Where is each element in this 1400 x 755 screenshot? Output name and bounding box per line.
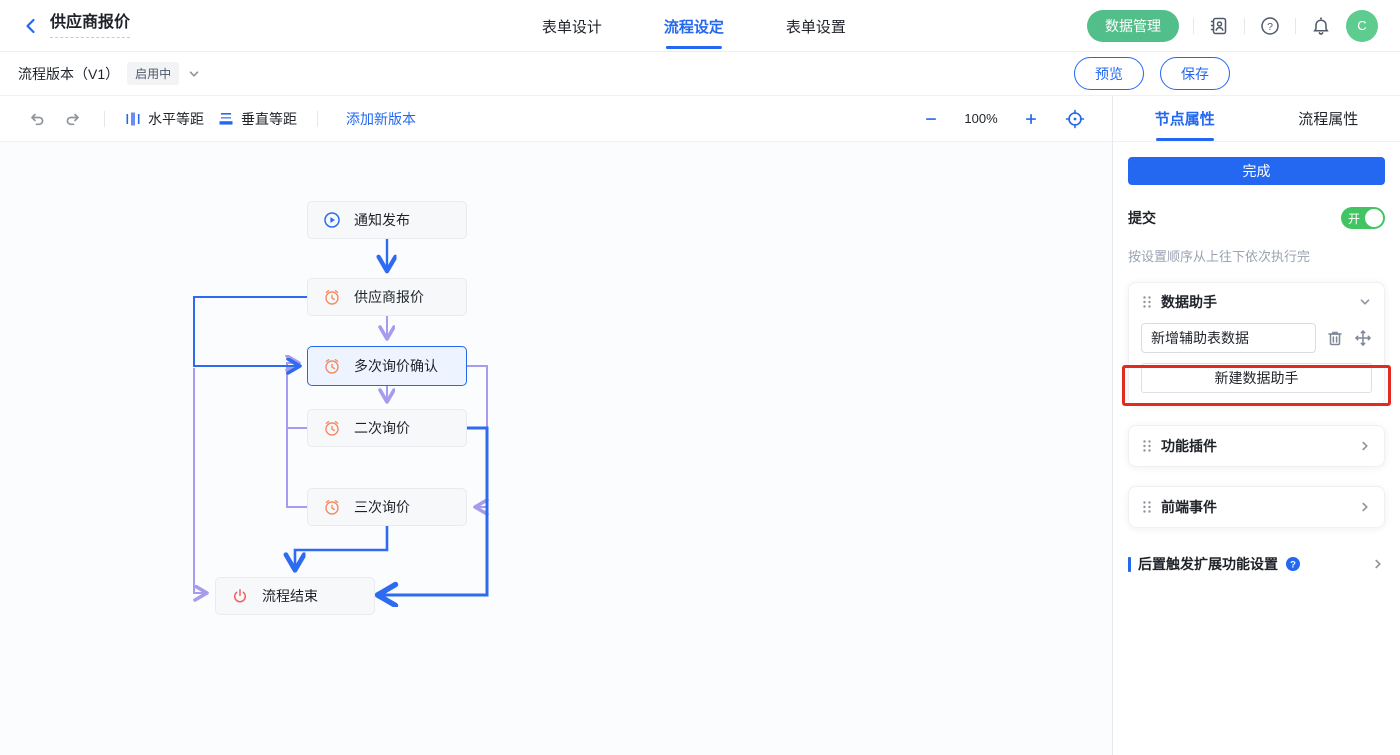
panel-tabs: 节点属性 流程属性 — [1113, 96, 1400, 142]
assistant-name-input[interactable] — [1141, 323, 1316, 353]
help-filled-icon[interactable]: ? — [1285, 556, 1301, 572]
post-trigger-title: 后置触发扩展功能设置 — [1138, 556, 1278, 572]
tab-form-setting[interactable]: 表单设置 — [785, 18, 846, 36]
zoom-level: 100% — [964, 111, 998, 126]
redo-icon[interactable] — [62, 108, 84, 130]
flow-edges — [193, 239, 1112, 755]
node-label: 通知发布 — [354, 212, 410, 228]
tab-flow-properties[interactable]: 流程属性 — [1298, 111, 1359, 128]
drag-handle-icon[interactable] — [1141, 500, 1153, 514]
order-hint: 按设置顺序从上往下依次执行完 — [1128, 249, 1311, 264]
vertical-spacing-button[interactable]: 垂直等距 — [218, 109, 297, 129]
properties-panel: 节点属性 流程属性 完成 提交 开 按设置顺序从上往下依次执行完 — [1113, 96, 1400, 755]
preview-button[interactable]: 预览 — [1074, 57, 1144, 90]
top-bar: 供应商报价 表单设计 流程设定 表单设置 数据管理 ? — [0, 0, 1400, 52]
svg-text:?: ? — [1267, 21, 1273, 33]
tab-flow-setting[interactable]: 流程设定 — [664, 0, 724, 52]
node-label: 流程结束 — [262, 588, 318, 604]
timer-icon — [323, 288, 341, 306]
status-badge: 启用中 — [127, 62, 180, 85]
complete-button[interactable]: 完成 — [1128, 157, 1385, 185]
data-assistant-header[interactable]: 数据助手 — [1141, 283, 1372, 321]
data-manage-button[interactable]: 数据管理 — [1087, 9, 1179, 42]
delete-icon[interactable] — [1326, 329, 1344, 347]
data-assistant-title: 数据助手 — [1161, 294, 1217, 310]
horizontal-spacing-button[interactable]: 水平等距 — [125, 109, 204, 129]
move-icon[interactable] — [1354, 329, 1372, 347]
flow-node-multi-inquiry-confirm[interactable]: 多次询价确认 — [307, 346, 467, 386]
undo-icon[interactable] — [26, 108, 48, 130]
post-trigger-settings[interactable]: 后置触发扩展功能设置 ? — [1128, 554, 1385, 574]
avatar[interactable]: C — [1346, 9, 1378, 42]
vertical-spacing-icon — [219, 112, 233, 125]
tab-node-properties[interactable]: 节点属性 — [1113, 96, 1257, 141]
save-button[interactable]: 保存 — [1160, 57, 1230, 90]
flow-node-third-inquiry[interactable]: 三次询价 — [307, 488, 467, 526]
divider — [1193, 17, 1194, 34]
power-icon — [231, 587, 249, 605]
timer-icon — [323, 498, 341, 516]
version-bar: 流程版本（V1） 启用中 预览 保存 — [0, 52, 1400, 96]
node-label: 二次询价 — [354, 420, 410, 436]
flow-node-supplier-quote[interactable]: 供应商报价 — [307, 278, 467, 316]
page-title: 供应商报价 — [50, 13, 131, 38]
drag-handle-icon[interactable] — [1141, 439, 1153, 453]
flow-node-second-inquiry[interactable]: 二次询价 — [307, 409, 467, 447]
divider — [104, 110, 105, 127]
chevron-right-icon[interactable] — [1358, 500, 1372, 514]
contacts-book-icon[interactable] — [1208, 15, 1230, 37]
chevron-down-icon[interactable] — [1358, 295, 1372, 309]
timer-icon — [323, 357, 341, 375]
horizontal-spacing-icon — [126, 112, 140, 125]
flow-node-process-end[interactable]: 流程结束 — [215, 577, 375, 615]
main-tabs: 表单设计 流程设定 表单设置 — [542, 0, 846, 52]
toggle-on-label: 开 — [1348, 211, 1361, 226]
chevron-down-icon[interactable] — [187, 67, 201, 81]
tab-form-design[interactable]: 表单设计 — [541, 18, 602, 36]
back-icon[interactable] — [22, 17, 40, 35]
divider — [317, 110, 318, 127]
flow-canvas[interactable]: 通知发布 供应商报价 多次询价确认 — [0, 142, 1112, 755]
data-assistant-card: 数据助手 新建数据助手 — [1128, 282, 1385, 406]
plugin-card[interactable]: 功能插件 — [1128, 425, 1385, 467]
chevron-right-icon[interactable] — [1358, 439, 1372, 453]
version-label: 流程版本（V1） — [18, 65, 120, 82]
node-label: 供应商报价 — [354, 289, 424, 305]
new-data-assistant-button[interactable]: 新建数据助手 — [1141, 363, 1372, 393]
node-label: 三次询价 — [354, 499, 410, 515]
flow-node-notify-publish[interactable]: 通知发布 — [307, 201, 467, 239]
drag-handle-icon[interactable] — [1141, 295, 1153, 309]
section-marker — [1128, 556, 1131, 572]
submit-label: 提交 — [1128, 210, 1156, 226]
frontend-event-card[interactable]: 前端事件 — [1128, 486, 1385, 528]
submit-toggle[interactable]: 开 — [1341, 207, 1385, 229]
panel-body: 完成 提交 开 按设置顺序从上往下依次执行完 数据助手 — [1113, 142, 1400, 755]
plugin-title: 功能插件 — [1161, 438, 1217, 454]
node-label: 多次询价确认 — [354, 358, 438, 374]
help-icon[interactable]: ? — [1259, 15, 1281, 37]
chevron-right-icon[interactable] — [1371, 557, 1385, 571]
fit-center-icon[interactable] — [1064, 108, 1086, 130]
notification-bell-icon[interactable] — [1310, 15, 1332, 37]
play-icon — [323, 211, 341, 229]
zoom-out-icon[interactable] — [920, 108, 942, 130]
canvas-column: 水平等距 垂直等距 添加新版本 100% — [0, 96, 1113, 755]
divider — [1295, 17, 1296, 34]
divider — [1244, 17, 1245, 34]
zoom-in-icon[interactable] — [1020, 108, 1042, 130]
frontend-event-title: 前端事件 — [1161, 499, 1217, 515]
add-version-link[interactable]: 添加新版本 — [346, 110, 416, 127]
toggle-knob — [1365, 209, 1383, 227]
assistant-item-row — [1141, 321, 1372, 355]
svg-text:?: ? — [1290, 559, 1296, 570]
canvas-toolbar: 水平等距 垂直等距 添加新版本 100% — [0, 96, 1112, 142]
timer-icon — [323, 419, 341, 437]
